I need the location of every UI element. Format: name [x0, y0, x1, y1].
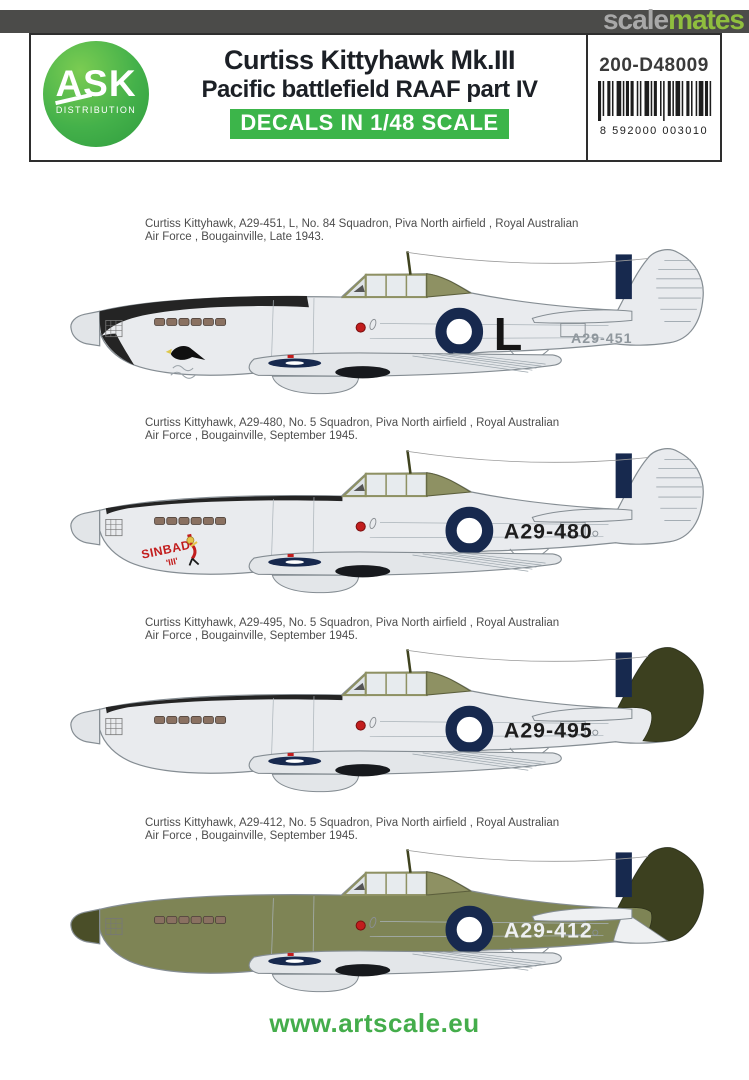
caption-line: Curtiss Kittyhawk, A29-412, No. 5 Squadr…: [145, 817, 560, 829]
profile-caption-4: Curtiss Kittyhawk, A29-412, No. 5 Squadr…: [145, 817, 625, 843]
ask-distribution-logo: ASK DISTRIBUTION: [43, 41, 149, 147]
svg-text:A29-412: A29-412: [504, 919, 593, 943]
caption-line: Air Force , Bougainville, September 1945…: [145, 830, 358, 842]
aircraft-profile-a29-412: A29-412: [70, 847, 704, 993]
caption-line: Curtiss Kittyhawk, A29-451, L, No. 84 Sq…: [145, 218, 579, 230]
svg-text:L: L: [494, 308, 523, 360]
aircraft-profile-a29-495: A29-495: [70, 647, 704, 793]
barcode-digits: 8 592000 003010: [599, 125, 709, 137]
ask-logo-text: ASK: [55, 63, 137, 104]
aircraft-profile-a29-451: L A29-451: [70, 249, 704, 395]
ask-logo-subtext: DISTRIBUTION: [55, 105, 137, 115]
product-code: 200-D48009: [599, 55, 709, 76]
product-title-line1: Curtiss Kittyhawk Mk.III: [223, 45, 516, 75]
caption-line: Curtiss Kittyhawk, A29-480, No. 5 Squadr…: [145, 417, 560, 429]
product-title-line2: Pacific battlefield RAAF part IV: [201, 75, 538, 103]
scale-badge: DECALS IN 1/48 SCALE: [230, 109, 509, 140]
barcode: [598, 81, 733, 121]
profile-caption-1: Curtiss Kittyhawk, A29-451, L, No. 84 Sq…: [145, 218, 625, 244]
header-titles: Curtiss Kittyhawk Mk.III Pacific battlef…: [159, 45, 580, 140]
svg-text:'III': 'III': [165, 556, 179, 568]
caption-line: Curtiss Kittyhawk, A29-495, No. 5 Squadr…: [145, 617, 560, 629]
svg-text:A29-495: A29-495: [504, 719, 593, 743]
profile-caption-3: Curtiss Kittyhawk, A29-495, No. 5 Squadr…: [145, 617, 625, 643]
caption-line: Air Force , Bougainville, September 1945…: [145, 430, 358, 442]
footer-url: www.artscale.eu: [269, 1008, 480, 1038]
barcode-panel: 200-D48009 8 592000 003010: [586, 35, 733, 160]
scalemates-logo-part1: scale: [602, 4, 669, 35]
scalemates-logo-part2: mates: [668, 4, 745, 35]
caption-line: Air Force , Bougainville, Late 1943.: [145, 231, 324, 243]
scalemates-logo-text: scalemates: [602, 4, 745, 36]
svg-text:A29-451: A29-451: [571, 331, 633, 347]
profile-caption-2: Curtiss Kittyhawk, A29-480, No. 5 Squadr…: [145, 417, 625, 443]
caption-line: Air Force , Bougainville, September 1945…: [145, 630, 358, 642]
header-box: ASK DISTRIBUTION Curtiss Kittyhawk Mk.II…: [29, 33, 733, 162]
svg-text:A29-480: A29-480: [504, 520, 593, 544]
scalemates-watermark-bar: scalemates: [0, 4, 749, 35]
